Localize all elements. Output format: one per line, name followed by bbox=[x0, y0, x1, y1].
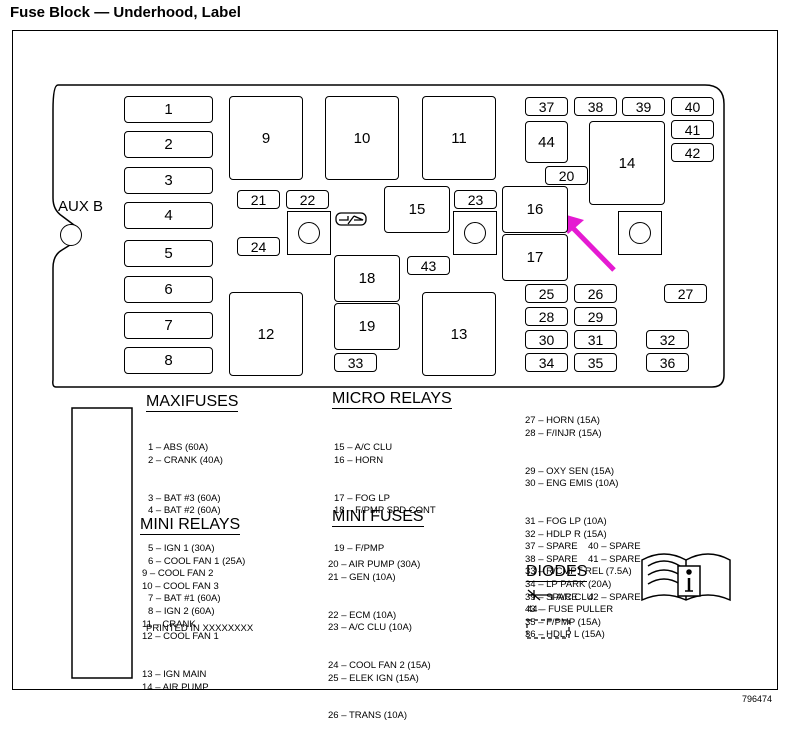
fuse-puller-box bbox=[526, 619, 570, 639]
fuse-8: 8 bbox=[124, 347, 213, 374]
aux-b-label: AUX B bbox=[58, 198, 104, 215]
fuse-3: 3 bbox=[124, 167, 213, 194]
fuse-31: 31 bbox=[574, 330, 617, 349]
stud-3 bbox=[629, 222, 651, 244]
fuse-37: 37 bbox=[525, 97, 568, 116]
relay-17: 17 bbox=[502, 234, 568, 281]
fuse-41: 41 bbox=[671, 120, 714, 139]
fuse-23: 23 bbox=[454, 190, 497, 209]
fuse-block-outline bbox=[52, 84, 731, 679]
figure-id: 796474 bbox=[742, 694, 773, 704]
relay-15: 15 bbox=[384, 186, 450, 233]
fuse-list-right: 27 – HORN (15A)28 – F/INJR (15A) 29 – OX… bbox=[525, 415, 632, 641]
fuse-39: 39 bbox=[622, 97, 665, 116]
fuse-26: 26 bbox=[574, 284, 617, 303]
relay-19: 19 bbox=[334, 303, 400, 350]
fuse-7: 7 bbox=[124, 312, 213, 339]
fuse-30: 30 bbox=[525, 330, 568, 349]
aux-b-terminal bbox=[60, 224, 82, 246]
fuse-20: 20 bbox=[545, 166, 588, 185]
diode-ac-clu-label: A/C CLU bbox=[556, 592, 594, 603]
fuse-35: 35 bbox=[574, 353, 617, 372]
fuse-5: 5 bbox=[124, 240, 213, 267]
relay-14: 14 bbox=[589, 121, 665, 205]
fuse-25: 25 bbox=[525, 284, 568, 303]
diodes-heading: DIODES bbox=[526, 563, 588, 582]
fuse-22: 22 bbox=[286, 190, 329, 209]
fuse-24: 24 bbox=[237, 237, 280, 256]
fuse-4: 4 bbox=[124, 202, 213, 229]
fuse-43: 43 bbox=[407, 256, 450, 275]
fuse-6: 6 bbox=[124, 276, 213, 303]
connector-symbol bbox=[335, 212, 367, 226]
mini-relays-heading: MINI RELAYS bbox=[140, 516, 241, 535]
mini-fuses-heading: MINI FUSES bbox=[332, 508, 424, 527]
mini-fuses-list: 20 – AIR PUMP (30A)21 – GEN (10A) 22 – E… bbox=[328, 559, 431, 722]
maxifuses-list: 1 – ABS (60A)2 – CRANK (40A) 3 – BAT #3 … bbox=[148, 442, 246, 617]
fuse-2: 2 bbox=[124, 131, 213, 158]
info-book-icon bbox=[641, 553, 731, 602]
stud-2 bbox=[464, 222, 486, 244]
fuse-38: 38 bbox=[574, 97, 617, 116]
relay-13: 13 bbox=[422, 292, 496, 376]
fuse-44: 44 bbox=[525, 121, 568, 163]
fuse-1: 1 bbox=[124, 96, 213, 123]
stud-housing-2 bbox=[453, 211, 497, 255]
fuse-36: 36 bbox=[646, 353, 689, 372]
fuse-40: 40 bbox=[671, 97, 714, 116]
outer-frame bbox=[12, 30, 778, 690]
stud-1 bbox=[298, 222, 320, 244]
pointer-arrow bbox=[568, 223, 616, 272]
page-title: Fuse Block — Underhood, Label bbox=[10, 4, 241, 21]
fuse-42: 42 bbox=[671, 143, 714, 162]
relay-9: 9 bbox=[229, 96, 303, 180]
stud-housing-3 bbox=[618, 211, 662, 255]
fuse-29: 29 bbox=[574, 307, 617, 326]
fuse-27: 27 bbox=[664, 284, 707, 303]
printed-in-note: PRINTED IN XXXXXXXX bbox=[146, 623, 254, 634]
relay-11: 11 bbox=[422, 96, 496, 180]
fuse-33: 33 bbox=[334, 353, 377, 372]
fuse-32: 32 bbox=[646, 330, 689, 349]
stud-housing-1 bbox=[287, 211, 331, 255]
micro-relays-heading: MICRO RELAYS bbox=[332, 390, 452, 409]
fuse-21: 21 bbox=[237, 190, 280, 209]
relay-16: 16 bbox=[502, 186, 568, 233]
fuse-28: 28 bbox=[525, 307, 568, 326]
relay-18: 18 bbox=[334, 255, 400, 302]
relay-12: 12 bbox=[229, 292, 303, 376]
fuse-puller-label: 44 – FUSE PULLER bbox=[527, 604, 614, 615]
diode-symbol bbox=[527, 589, 553, 601]
fuse-34: 34 bbox=[525, 353, 568, 372]
maxifuses-heading: MAXIFUSES bbox=[146, 393, 239, 412]
relay-10: 10 bbox=[325, 96, 399, 180]
